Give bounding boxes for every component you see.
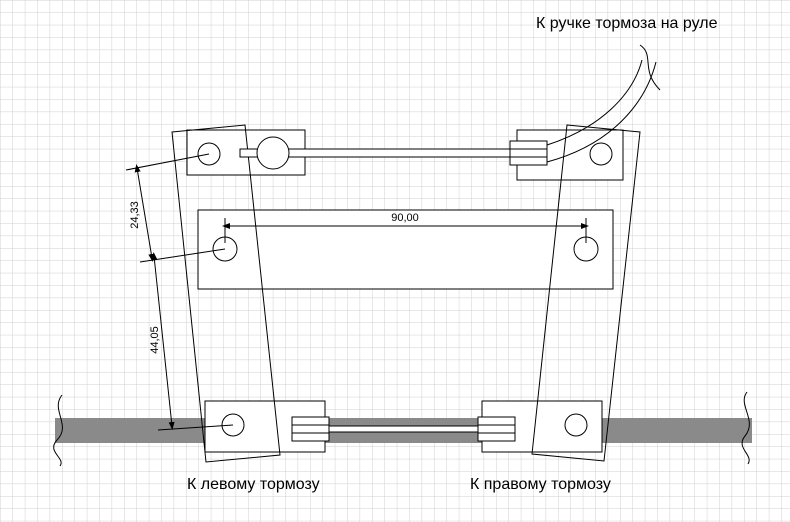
dim-upper-line <box>134 164 155 262</box>
label-right-brake: К правому тормозу <box>470 476 611 493</box>
cable-bottom-ferrule-left <box>291 416 330 442</box>
cable-top-nipple <box>256 136 290 170</box>
bar-break-left <box>53 394 63 467</box>
lever-right <box>531 124 641 462</box>
label-to-handle: К ручке тормоза на руле <box>536 15 718 32</box>
label-left-brake: К левому тормозу <box>187 476 320 493</box>
cable-top <box>286 148 516 158</box>
bar-break-right <box>741 391 750 465</box>
cable-break <box>639 44 661 91</box>
cable-bottom-ferrule-right <box>477 416 516 442</box>
cable-top-ferrule <box>509 140 548 166</box>
dim-lower-line <box>151 252 175 430</box>
dim-upper-label: 24,33 <box>129 201 141 229</box>
hole-bottom-right <box>564 413 588 437</box>
cable-to-handle-outer <box>546 59 643 146</box>
cable-bottom <box>327 425 479 433</box>
lever-left <box>171 124 281 463</box>
dim-lower-label: 44,05 <box>149 326 161 354</box>
hole-top-right <box>589 142 613 166</box>
dim-horizontal-label: 90,00 <box>391 212 419 224</box>
